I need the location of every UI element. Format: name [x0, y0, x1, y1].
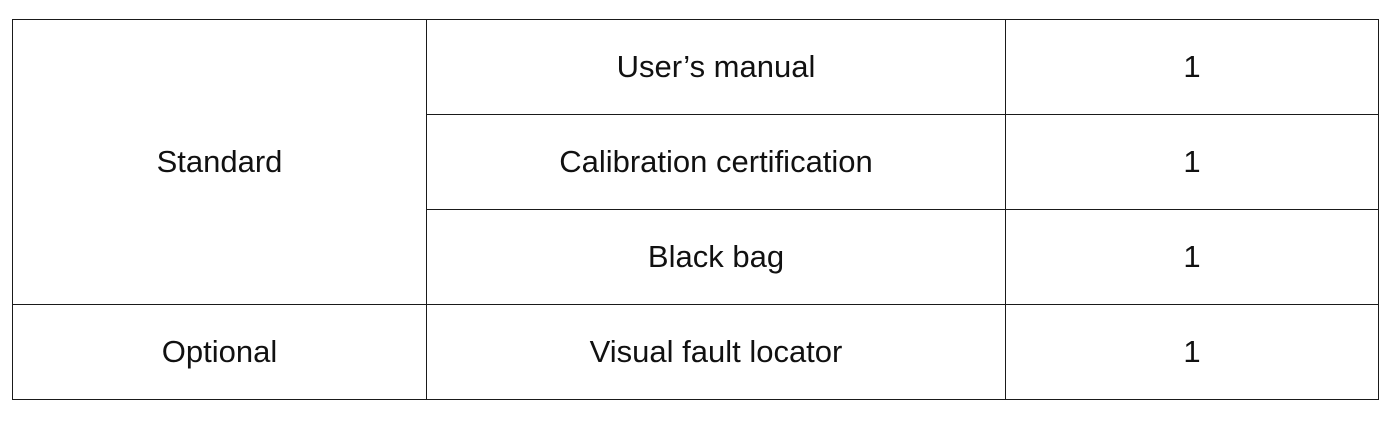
item-qty-cell: 1 — [1005, 19, 1379, 115]
item-qty-cell: 1 — [1005, 114, 1379, 210]
category-cell-optional: Optional — [12, 304, 427, 400]
item-name-cell: User’s manual — [426, 19, 1006, 115]
item-name-cell: Black bag — [426, 209, 1006, 305]
table-row: Calibration certification 1 — [13, 114, 1379, 210]
item-name-cell: Calibration certification — [426, 114, 1006, 210]
table-row: Optional Visual fault locator 1 — [12, 304, 1379, 400]
accessories-table: Standard User’s manual 1 Calibration cer… — [12, 19, 1379, 400]
category-cell-standard: Standard — [12, 19, 427, 305]
item-qty-cell: 1 — [1005, 304, 1379, 400]
item-name-cell: Visual fault locator — [426, 304, 1006, 400]
table-body: Standard User’s manual 1 Calibration cer… — [12, 19, 1379, 400]
table-row: Standard User’s manual 1 — [12, 19, 1379, 305]
item-qty-cell: 1 — [1005, 209, 1379, 305]
table-row: Black bag 1 — [13, 209, 1379, 305]
